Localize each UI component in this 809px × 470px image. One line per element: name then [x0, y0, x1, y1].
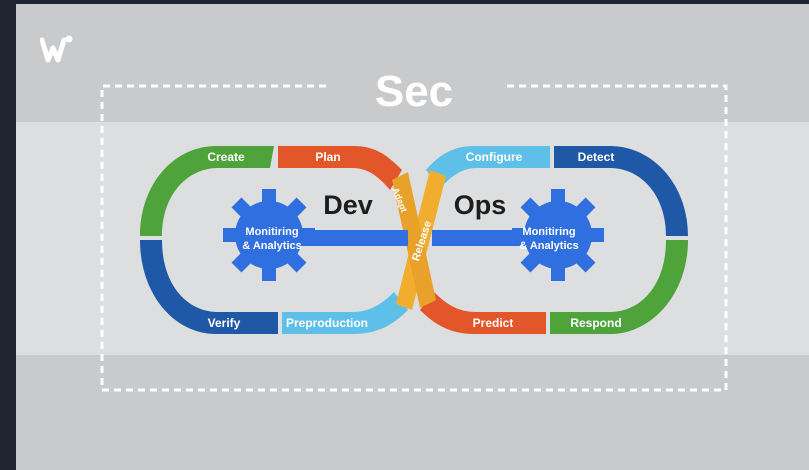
stage-arc-preproduction	[282, 292, 408, 334]
secdevops-diagram: Sec	[100, 67, 728, 392]
title-text: Sec	[375, 67, 453, 116]
stage-arc-configure	[426, 146, 550, 188]
security-boundary	[100, 84, 728, 392]
left-gear-label-line2: & Analytics	[242, 240, 302, 252]
dev-label: Dev	[323, 190, 373, 220]
left-gear-label-line1: Monitiring	[245, 226, 298, 238]
stage-arc-predict	[420, 292, 546, 334]
create-label: Create	[207, 150, 245, 164]
right-gear-icon	[512, 189, 604, 281]
preproduction-label: Preproduction	[286, 316, 368, 330]
configure-label: Configure	[466, 150, 523, 164]
predict-label: Predict	[473, 316, 514, 330]
plan-label: Plan	[315, 150, 340, 164]
w-logo-icon	[40, 35, 73, 63]
stage-arc-adapt	[392, 172, 436, 308]
detect-label: Detect	[578, 150, 615, 164]
stage-arc-plan	[278, 146, 402, 190]
verify-label: Verify	[208, 316, 241, 330]
respond-label: Respond	[570, 316, 621, 330]
slide-frame: Sec	[16, 4, 809, 470]
stage-arc-verify	[140, 240, 278, 334]
left-connector-bar	[286, 230, 408, 246]
stage-arc-respond	[550, 240, 688, 334]
right-gear-label-line1: Monitiring	[522, 226, 575, 238]
stage-arc-create	[140, 146, 274, 236]
stage-arc-detect	[554, 146, 688, 236]
right-gear-label-line2: & Analytics	[519, 240, 579, 252]
ops-label: Ops	[454, 190, 507, 220]
